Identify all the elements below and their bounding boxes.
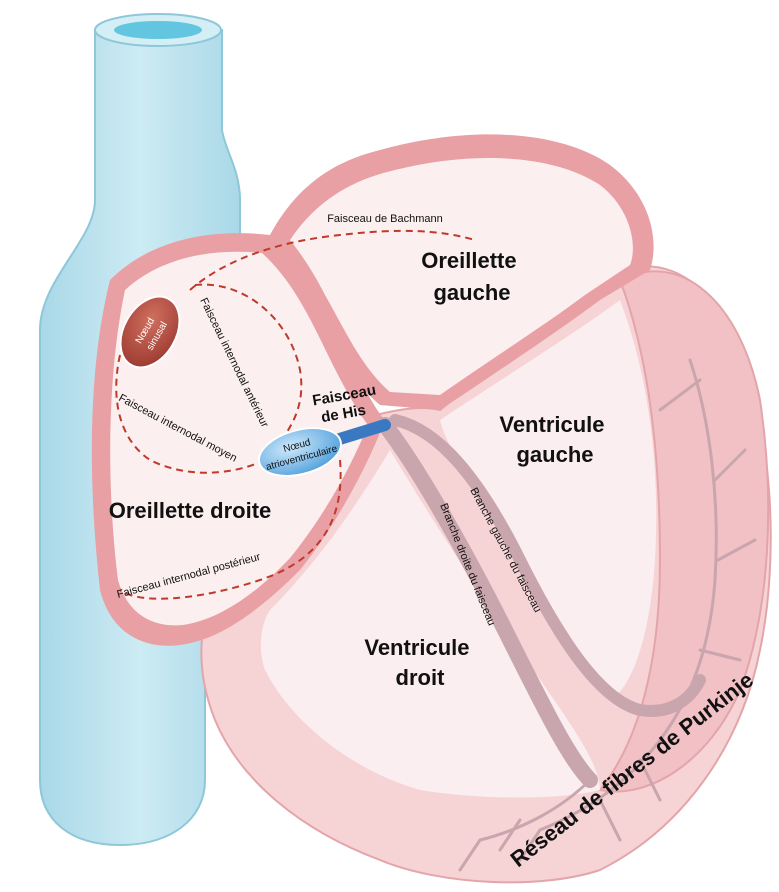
bachmann-bundle-label: Faisceau de Bachmann [327, 213, 443, 225]
right-atrium-label: Oreillette droite [109, 498, 272, 523]
